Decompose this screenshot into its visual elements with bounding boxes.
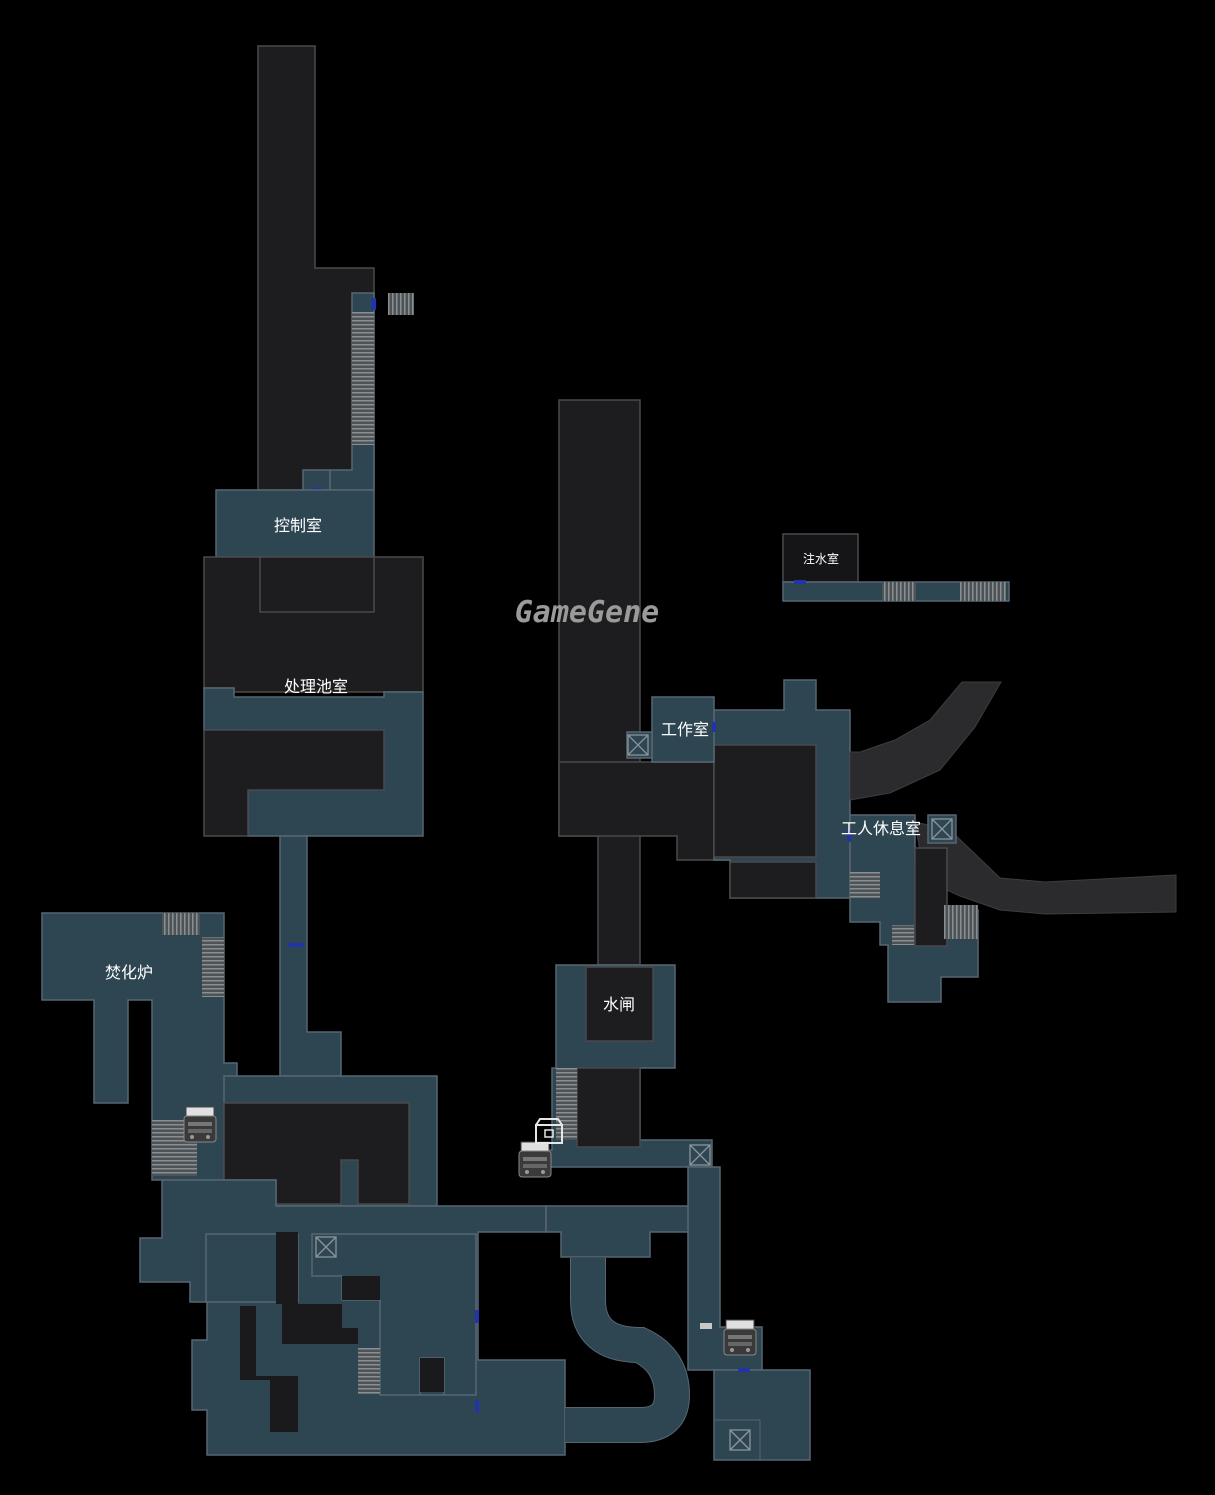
sluice-gate-label: 水闸 <box>603 996 635 1014</box>
workers-break-room-label: 工人休息室 <box>841 820 921 838</box>
southwest-complex <box>139 1179 566 1456</box>
central-corridor <box>279 835 342 1077</box>
incinerator-label: 焚化炉 <box>105 964 153 982</box>
central-hall <box>223 1075 438 1207</box>
east-corridor <box>687 1166 811 1461</box>
south-hub <box>545 1205 691 1443</box>
treatment-pool-room-label: 处理池室 <box>284 678 348 696</box>
north-shaft <box>257 45 414 492</box>
typewriter-icon[interactable] <box>723 1319 757 1356</box>
item-box-icon[interactable] <box>535 1118 563 1144</box>
workshop[interactable] <box>626 696 716 763</box>
typewriter-icon[interactable] <box>183 1106 217 1143</box>
water-injection-room[interactable] <box>782 533 1010 602</box>
east-complex <box>558 679 1177 1003</box>
workshop-label: 工作室 <box>661 721 709 739</box>
control-room-label: 控制室 <box>274 517 322 535</box>
typewriter-icon[interactable] <box>518 1141 552 1178</box>
treatment-pool-room[interactable] <box>203 556 424 837</box>
water-injection-room-label: 注水室 <box>803 551 839 566</box>
watermark: GameGene <box>515 595 660 630</box>
